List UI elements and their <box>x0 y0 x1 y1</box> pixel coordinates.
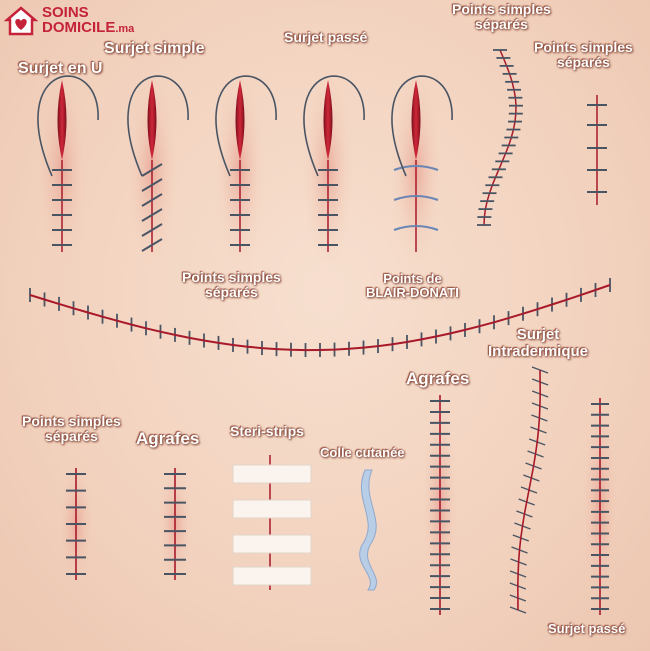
label-surjet-passe-top: Surjet passé <box>284 29 368 45</box>
incision-intradermique <box>516 369 542 611</box>
incision-large-arc <box>29 284 611 352</box>
label-surjet-simple: Surjet simple <box>104 40 205 57</box>
label-surjet-intra-line1: Surjet <box>516 326 560 343</box>
label-points-simples-left: Points simples séparés <box>22 413 121 445</box>
brand-suffix: .ma <box>115 23 135 35</box>
label-surjet-passe-bottom: Surjet passé <box>548 621 626 636</box>
open-wound <box>57 80 67 160</box>
brand-line1: SOINS <box>42 4 89 21</box>
open-wound <box>411 80 421 160</box>
label-blair-donati: Points de BLAIR-DONATI <box>366 271 459 301</box>
label-points-simples-right-line2: séparés <box>556 54 610 71</box>
stitch <box>141 178 163 192</box>
stitch <box>393 195 439 201</box>
open-wound <box>323 80 333 160</box>
stitch <box>393 225 439 231</box>
stitch <box>141 238 163 252</box>
suture-thread <box>303 75 365 177</box>
steri-strip <box>232 499 312 519</box>
label-points-simples-left-line2: séparés <box>44 428 98 445</box>
label-surjet-en-u: Surjet en U <box>18 60 103 77</box>
steri-strip <box>232 534 312 554</box>
label-points-simples-right-line1: Points simples <box>534 39 633 55</box>
label-surjet-intra-line2: Intradermique <box>488 342 589 360</box>
label-surjet-intradermique: Surjet Intradermique <box>488 326 589 360</box>
label-colle-cutanee: Colle cutanée <box>320 445 405 460</box>
label-points-simples-mid-line1: Points simples <box>182 269 281 285</box>
open-wound <box>147 80 157 160</box>
skin-glue <box>359 469 377 591</box>
open-wound <box>235 80 245 160</box>
stitch <box>141 163 163 177</box>
stitch <box>393 165 439 171</box>
label-points-simples-mid-line2: séparés <box>204 284 258 301</box>
label-points-simples-left-line1: Points simples <box>22 413 121 429</box>
label-points-simples-right: Points simples séparés <box>534 39 633 71</box>
label-agrafes-left: Agrafes <box>136 429 200 448</box>
brand-logo: SOINS DOMICILE.ma <box>4 4 134 38</box>
suture-thread <box>37 75 99 177</box>
stitch <box>141 223 163 237</box>
label-steri-strips: Steri-strips <box>230 423 304 439</box>
label-points-simples-top-line2: séparés <box>474 16 528 33</box>
suture-thread <box>391 75 453 177</box>
stitch <box>141 193 163 207</box>
steri-strip <box>232 464 312 484</box>
steri-strip <box>232 566 312 586</box>
house-heart-icon <box>4 6 38 36</box>
label-points-simples-top-line1: Points simples <box>452 1 551 17</box>
label-agrafes-right: Agrafes <box>406 369 470 388</box>
stitch <box>141 208 163 222</box>
label-blair-line2: BLAIR-DONATI <box>366 285 459 301</box>
brand-line2: DOMICILE <box>42 19 116 36</box>
suture-thread <box>127 75 189 177</box>
label-blair-line1: Points de <box>383 271 442 286</box>
label-points-simples-top: Points simples séparés <box>452 1 551 33</box>
label-points-simples-mid: Points simples séparés <box>182 269 281 301</box>
brand-name: SOINS DOMICILE.ma <box>42 5 134 37</box>
suture-thread <box>215 75 277 177</box>
